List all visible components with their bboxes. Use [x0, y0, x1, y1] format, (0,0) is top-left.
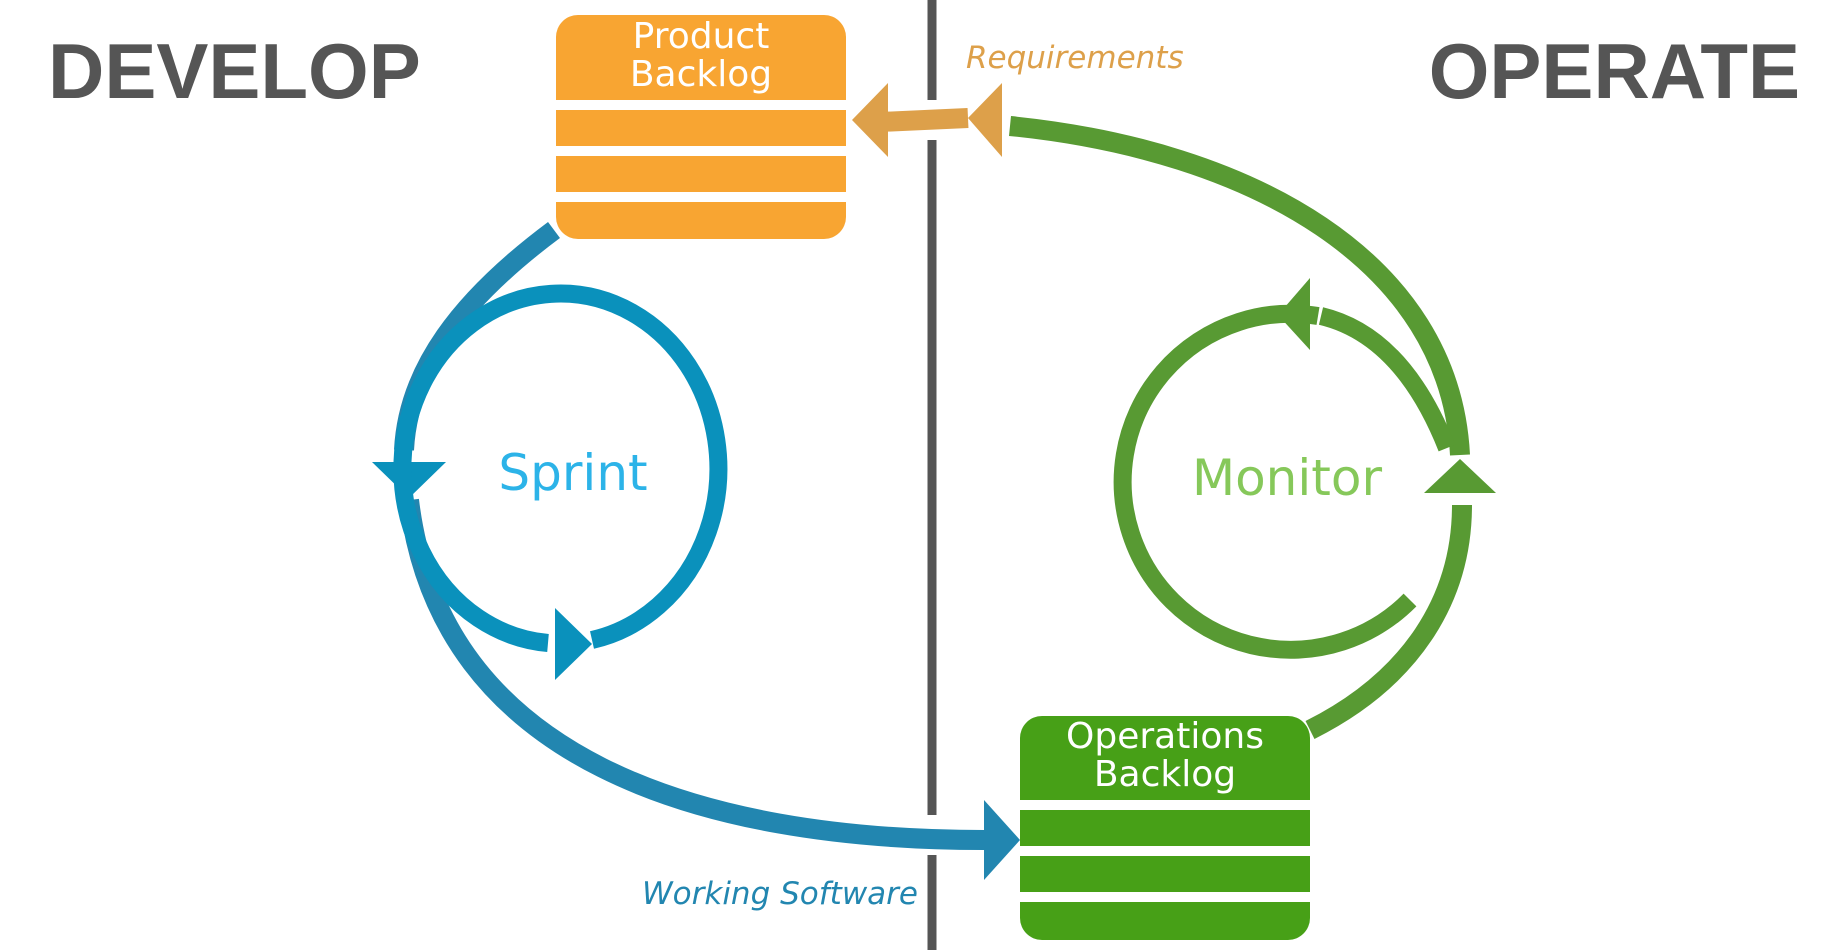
sprint-label: Sprint [498, 444, 647, 502]
working-software-arc [399, 498, 985, 850]
requirements-shaft [879, 108, 969, 132]
monitor-arrowhead [1278, 278, 1310, 350]
operations-backlog-title-line1: Operations [1066, 716, 1264, 757]
sprint-inner-circle [393, 284, 728, 652]
product-backlog-box: Product Backlog [556, 15, 846, 239]
monitor-inner-circle [1113, 304, 1417, 659]
requirements-label: Requirements [966, 40, 1184, 76]
working-software-label: Working Software [642, 876, 918, 912]
requirements-notch [968, 83, 1002, 157]
operations-backlog-stripe [1020, 800, 1310, 810]
product-backlog-title-line2: Backlog [630, 54, 772, 95]
operate-heading: OPERATE [1429, 27, 1800, 115]
product-backlog-title-line1: Product [633, 16, 770, 57]
operate-outer-arc [1009, 116, 1470, 456]
working-software-arrowhead [984, 800, 1020, 880]
requirements-arrow [852, 83, 1002, 157]
product-backlog-stripe [556, 100, 846, 110]
monitor-upper-arc [1318, 307, 1456, 452]
develop-heading: DEVELOP [48, 27, 421, 115]
operations-backlog-stripe [1020, 892, 1310, 902]
operations-outer-arc [1305, 504, 1472, 739]
operations-backlog-box: Operations Backlog [1020, 716, 1310, 940]
operations-backlog-title-line2: Backlog [1094, 754, 1236, 795]
product-backlog-body [556, 15, 846, 239]
monitor-label: Monitor [1192, 449, 1383, 507]
operations-backlog-body [1020, 716, 1310, 940]
product-backlog-stripe [556, 192, 846, 202]
sprint-inner-arrowhead [555, 608, 592, 680]
operations-backlog-stripe [1020, 846, 1310, 856]
operate-up-arrowhead [1424, 459, 1496, 493]
sprint-outer-arc [394, 221, 560, 451]
requirements-arrowhead [852, 83, 888, 157]
product-backlog-stripe [556, 146, 846, 156]
